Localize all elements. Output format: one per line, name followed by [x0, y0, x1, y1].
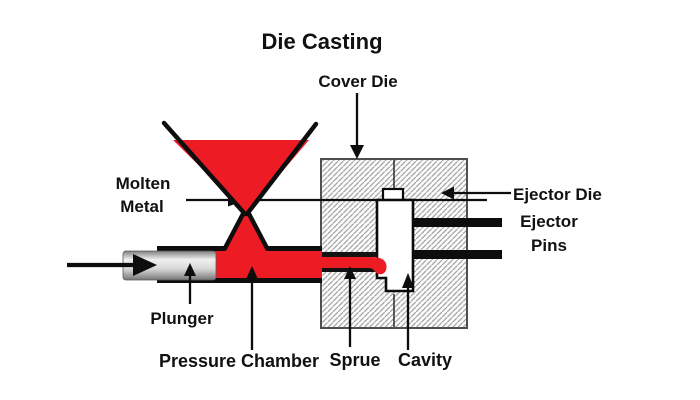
ejector-pin-bottom: [413, 250, 502, 259]
gate-tab: [381, 187, 405, 202]
pressure-chamber-label: Pressure Chamber: [159, 351, 319, 371]
ejector-die-label: Ejector Die: [513, 185, 602, 204]
sprue-channel-top-wall: [322, 252, 377, 257]
funnel-left-wall: [161, 120, 248, 217]
cover-die-label: Cover Die: [318, 72, 397, 91]
ejector-pins-label-line2: Pins: [531, 236, 567, 255]
funnel-right-wall: [244, 121, 319, 217]
plunger-label: Plunger: [150, 309, 214, 328]
molten-metal-label-line1: Molten: [116, 174, 171, 193]
pressure-chamber-arrowhead-icon: [246, 266, 258, 279]
molten-metal-label-line2: Metal: [120, 197, 163, 216]
injection-arrowhead-icon: [133, 254, 157, 276]
sprue-arrowhead-icon: [344, 266, 356, 279]
funnel-stem-right-wall: [246, 210, 270, 252]
cover-die-arrowhead-icon: [350, 145, 364, 159]
cavity-label: Cavity: [398, 350, 452, 370]
melt-droplet: [364, 257, 387, 275]
ejector-pins-label-line1: Ejector: [520, 212, 578, 231]
sprue-label: Sprue: [329, 350, 380, 370]
diagram-title: Die Casting: [261, 29, 382, 54]
cavity-arrowhead-icon: [402, 273, 414, 288]
sprue-melt-flow: [322, 257, 368, 268]
ejector-pin-top: [413, 218, 502, 227]
ejector-die-arrowhead-icon: [441, 186, 454, 200]
pressure-chamber-melt-fill: [215, 251, 322, 278]
funnel-stem-left-wall: [222, 210, 246, 252]
plunger-arrowhead-icon: [184, 263, 196, 276]
funnel-melt-fill: [173, 140, 309, 213]
funnel-stem-melt-fill: [225, 209, 267, 253]
